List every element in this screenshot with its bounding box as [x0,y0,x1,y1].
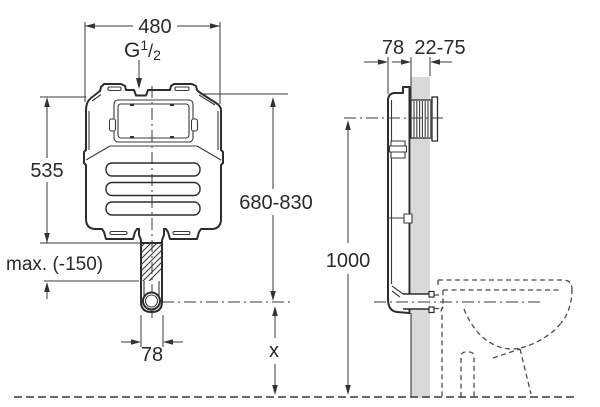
label-x: x [269,340,279,362]
side-view: 1000 78 22-75 [326,37,573,398]
cistern-body-outline [83,83,224,244]
dim-depth-recess: 78 22-75 [364,37,466,99]
front-view: 480 G1/2 535 max. (-150) [6,16,313,395]
outlet-circle-inner [144,294,159,308]
flush-pipe [140,242,163,313]
label-g12: G1/2 [124,37,161,63]
top-tab-slot-right [174,86,190,92]
top-tab-slot-left [107,86,122,92]
dim-pipe-78: 78 [121,315,183,366]
bottom-tab-slot-right [172,230,191,236]
cistern-side-profile [387,86,439,314]
label-680-830: 680-830 [239,192,312,214]
wall-section [411,77,430,398]
label-78-pipe: 78 [141,344,163,366]
dim-height-535: 535 [30,96,140,244]
clip-detail [388,140,408,159]
inlet-callout: G1/2 [124,37,161,89]
label-480: 480 [138,16,171,38]
outlet-tube [391,285,435,314]
label-max-150: max. (-150) [6,254,103,275]
bottom-tab-slot-left [109,230,128,236]
dim-install-height: 680-830 [200,93,313,301]
ribbed-connector [410,96,439,142]
access-panel [108,99,199,143]
label-78-depth: 78 [382,37,404,59]
dim-actuation-height: 1000 [326,120,371,395]
dim-max-cut: max. (-150) [6,254,139,299]
pipe-hatching [141,243,162,281]
label-22-75: 22-75 [414,37,465,59]
seam-notch [403,213,413,224]
label-1000: 1000 [326,250,371,272]
dim-width-480: 480 [84,16,221,104]
front-slots [105,162,201,216]
body-inner-details [85,94,222,161]
label-535: 535 [30,160,63,182]
dim-floor-distance: x [269,306,279,395]
toilet-pan-outline [434,279,573,397]
